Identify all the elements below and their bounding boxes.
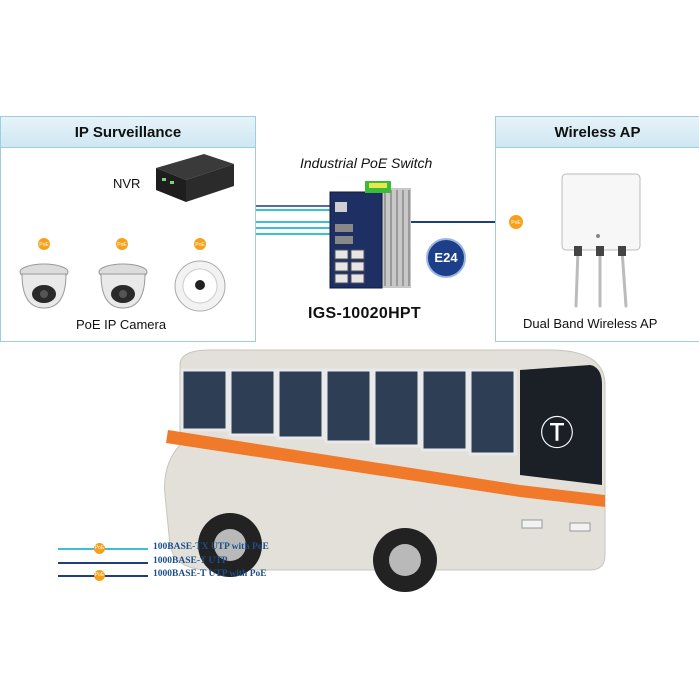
legend-text: 1000BASE-T UTP (153, 556, 228, 566)
legend-text: 1000BASE-T UTP with PoE (153, 569, 267, 579)
switch-caption: Industrial PoE Switch (300, 155, 433, 171)
dome-camera-1 (19, 263, 69, 309)
poe-marker: PoE (38, 238, 50, 250)
bus-illustration: Ⓣ (164, 349, 606, 592)
poe-marker: PoE (94, 543, 105, 554)
poe-marker: PoE (116, 238, 128, 250)
ip-surveillance-title: IP Surveillance (1, 117, 255, 148)
legend-line-swatch (58, 562, 148, 564)
svg-text:PoE: PoE (511, 220, 521, 226)
nvr-label: NVR (113, 176, 141, 191)
poe-ip-camera-label: PoE IP Camera (76, 317, 167, 332)
fisheye-camera (174, 260, 226, 312)
wireless-ap-title: Wireless AP (496, 117, 699, 148)
poe-marker: PoE (94, 570, 105, 581)
e24-badge: E24 (426, 238, 466, 278)
switch-model-label: IGS-10020HPT (308, 305, 421, 322)
poe-marker: PoE (194, 238, 206, 250)
legend-text: 100BASE-TX UTP with PoE (153, 542, 269, 552)
industrial-poe-switch (329, 181, 411, 289)
svg-text:PoE: PoE (195, 242, 205, 248)
dome-camera-2 (98, 263, 148, 309)
dual-band-ap-label: Dual Band Wireless AP (523, 316, 658, 331)
svg-text:Ⓣ: Ⓣ (540, 415, 574, 453)
svg-text:PoE: PoE (39, 242, 49, 248)
poe-marker: PoE (509, 215, 523, 229)
wireless-ap-device (561, 173, 641, 308)
nvr-device (156, 154, 234, 202)
svg-text:PoE: PoE (117, 242, 127, 248)
